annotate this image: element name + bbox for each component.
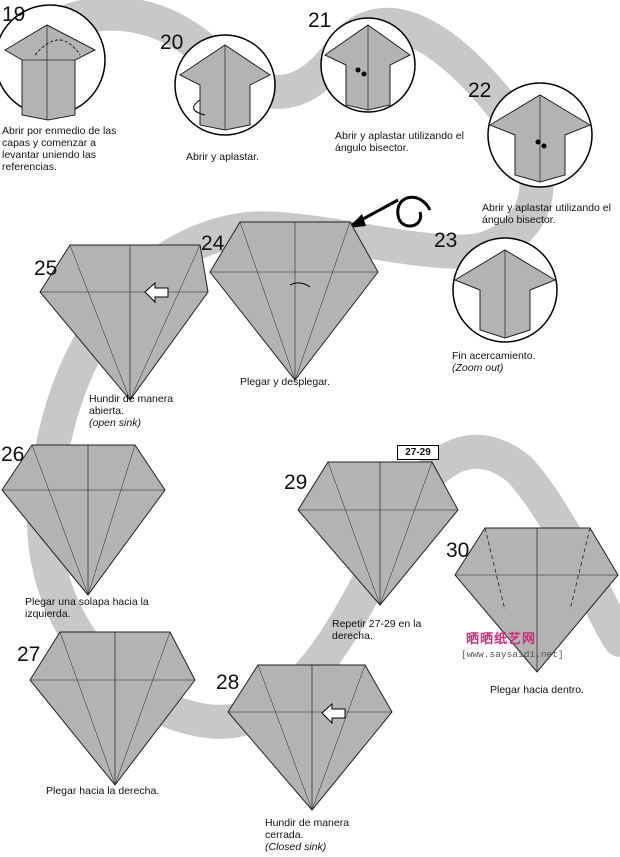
step-21-figure (320, 17, 416, 113)
step-number: 22 (468, 79, 492, 102)
caption-text: Hundir de manera abierta. (89, 393, 174, 417)
caption-text: Hundir de manera cerrada. (265, 817, 350, 841)
step-22-figure (487, 82, 593, 188)
step-29-caption: Repetir 27-29 en la derecha. (332, 618, 422, 642)
step-number: 19 (2, 3, 26, 26)
step-20-caption: Abrir y aplastar. (186, 151, 259, 163)
watermark-site-name: 晒晒纸艺网 (466, 631, 537, 646)
step-number: 24 (201, 232, 225, 255)
step-30-figure (454, 527, 619, 673)
step-23-figure (452, 237, 558, 343)
step-27-caption: Plegar hacia la derecha. (46, 785, 160, 797)
step-21-caption: Abrir y aplastar utilizando el ángulo bi… (335, 130, 464, 154)
step-number: 30 (446, 539, 470, 562)
step-19-caption: Abrir por enmedio de las capas y comenza… (2, 125, 117, 173)
step-20-figure (174, 34, 276, 136)
watermark-url: [www.saysaidi.net] (461, 649, 564, 660)
step-24-figure (209, 221, 379, 381)
step-27-figure (29, 631, 196, 786)
step-28-figure (227, 664, 393, 811)
step-number: 25 (34, 257, 58, 280)
step-25-caption: Hundir de manera abierta. (open sink) (89, 393, 174, 429)
step-number: 23 (434, 229, 458, 252)
step-26-figure (1, 444, 166, 596)
caption-text: Fin acercamiento. (452, 350, 536, 362)
zoom-out-curl-arrow (348, 195, 432, 228)
step-30-caption: Plegar hacia dentro. (490, 684, 584, 696)
step-number: 27 (17, 643, 41, 666)
step-19-figure (0, 4, 106, 121)
step-number: 20 (160, 31, 184, 54)
range-tag: 27-29 (397, 445, 439, 460)
step-25-figure (39, 244, 209, 401)
step-29-figure (297, 461, 459, 606)
step-24-caption: Plegar y desplegar. (240, 376, 330, 388)
step-26-caption: Plegar una solapa hacia la izquierda. (25, 596, 149, 620)
step-number: 26 (1, 443, 25, 466)
caption-alt: (Zoom out) (452, 362, 504, 374)
step-number: 21 (308, 9, 332, 32)
step-23-caption: Fin acercamiento. (Zoom out) (452, 350, 582, 374)
caption-alt: (open sink) (89, 417, 141, 429)
step-22-caption: Abrir y aplastar utilizando el ángulo bi… (482, 202, 611, 226)
step-number: 29 (284, 471, 308, 494)
caption-alt: (Closed sink) (265, 841, 327, 853)
step-number: 28 (216, 671, 240, 694)
step-28-caption: Hundir de manera cerrada. (Closed sink) (265, 817, 365, 853)
